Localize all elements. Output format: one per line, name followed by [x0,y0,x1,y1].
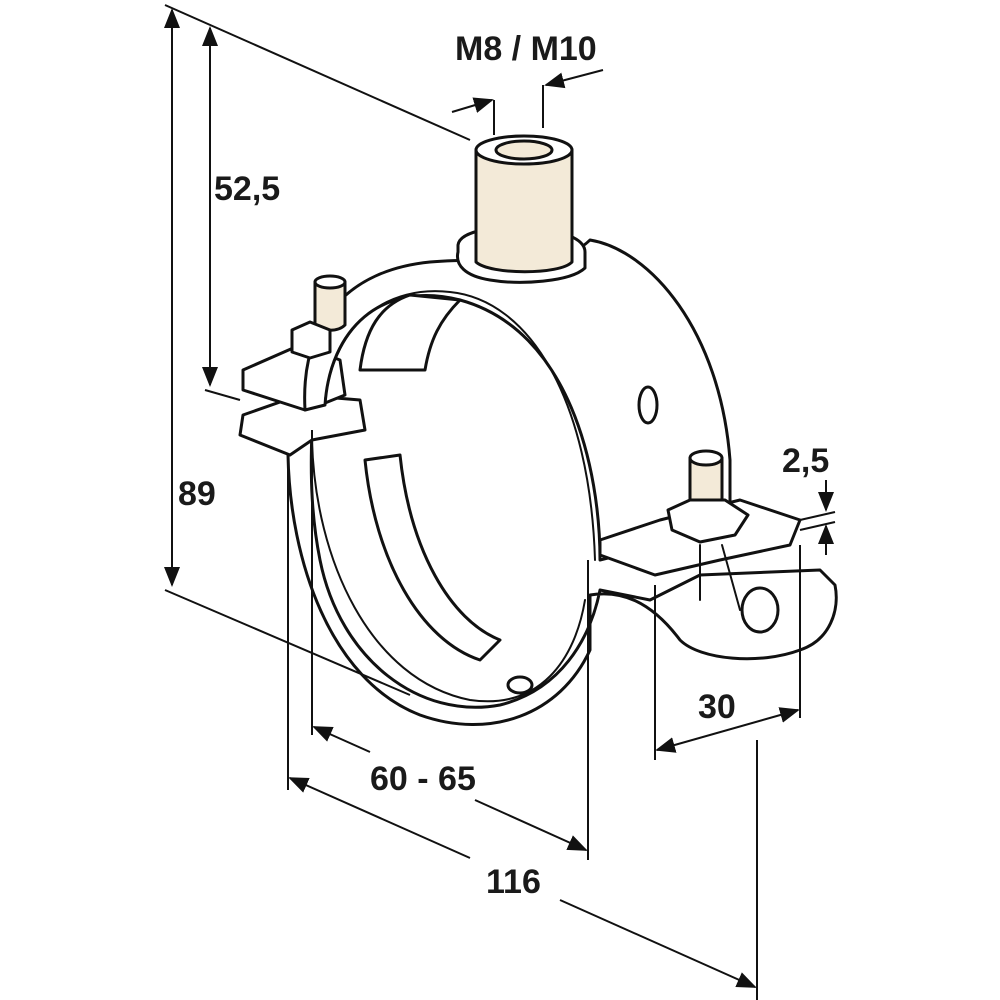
right-lower-slot [740,586,780,634]
dimension-labels: M8 / M10 52,5 89 2,5 30 60 - 65 116 [178,30,829,901]
upper-band-slot [358,293,462,372]
label-60-65: 60 - 65 [370,760,476,798]
lower-band-hole [506,675,534,695]
clamp-drawing [238,134,838,727]
dim-116-line-a [288,777,471,859]
label-2-5: 2,5 [782,442,829,480]
dim-2-5-ext-top [799,511,836,521]
boss-thread-hole [494,139,554,161]
dim-60-line-a [312,726,371,753]
label-30: 30 [698,688,736,726]
dimension-lines [164,4,836,1000]
label-89: 89 [178,475,216,513]
dim-116-line-b [559,899,757,988]
lower-band-inner [311,439,586,703]
label-thread: M8 / M10 [455,30,597,68]
right-screw-head [688,449,724,467]
threaded-boss [474,148,574,274]
left-nut [290,320,332,360]
left-screw-head [313,274,347,290]
dim-60-line-b [474,799,588,851]
right-screw-shaft [699,544,741,611]
label-116: 116 [486,863,541,901]
dim-30-line [655,707,800,753]
label-52-5: 52,5 [214,170,280,208]
upper-band [303,238,732,562]
lower-band-slot [363,453,502,662]
dim-2-5-ext-bottom [799,521,836,531]
dim-thread-arrow-left [451,97,494,113]
right-nut [666,498,750,544]
dim-thread-arrow-right [544,69,604,89]
upper-band-hole [637,385,659,425]
dim-52-ext-bottom [204,389,241,401]
upper-band-inner [324,290,596,561]
